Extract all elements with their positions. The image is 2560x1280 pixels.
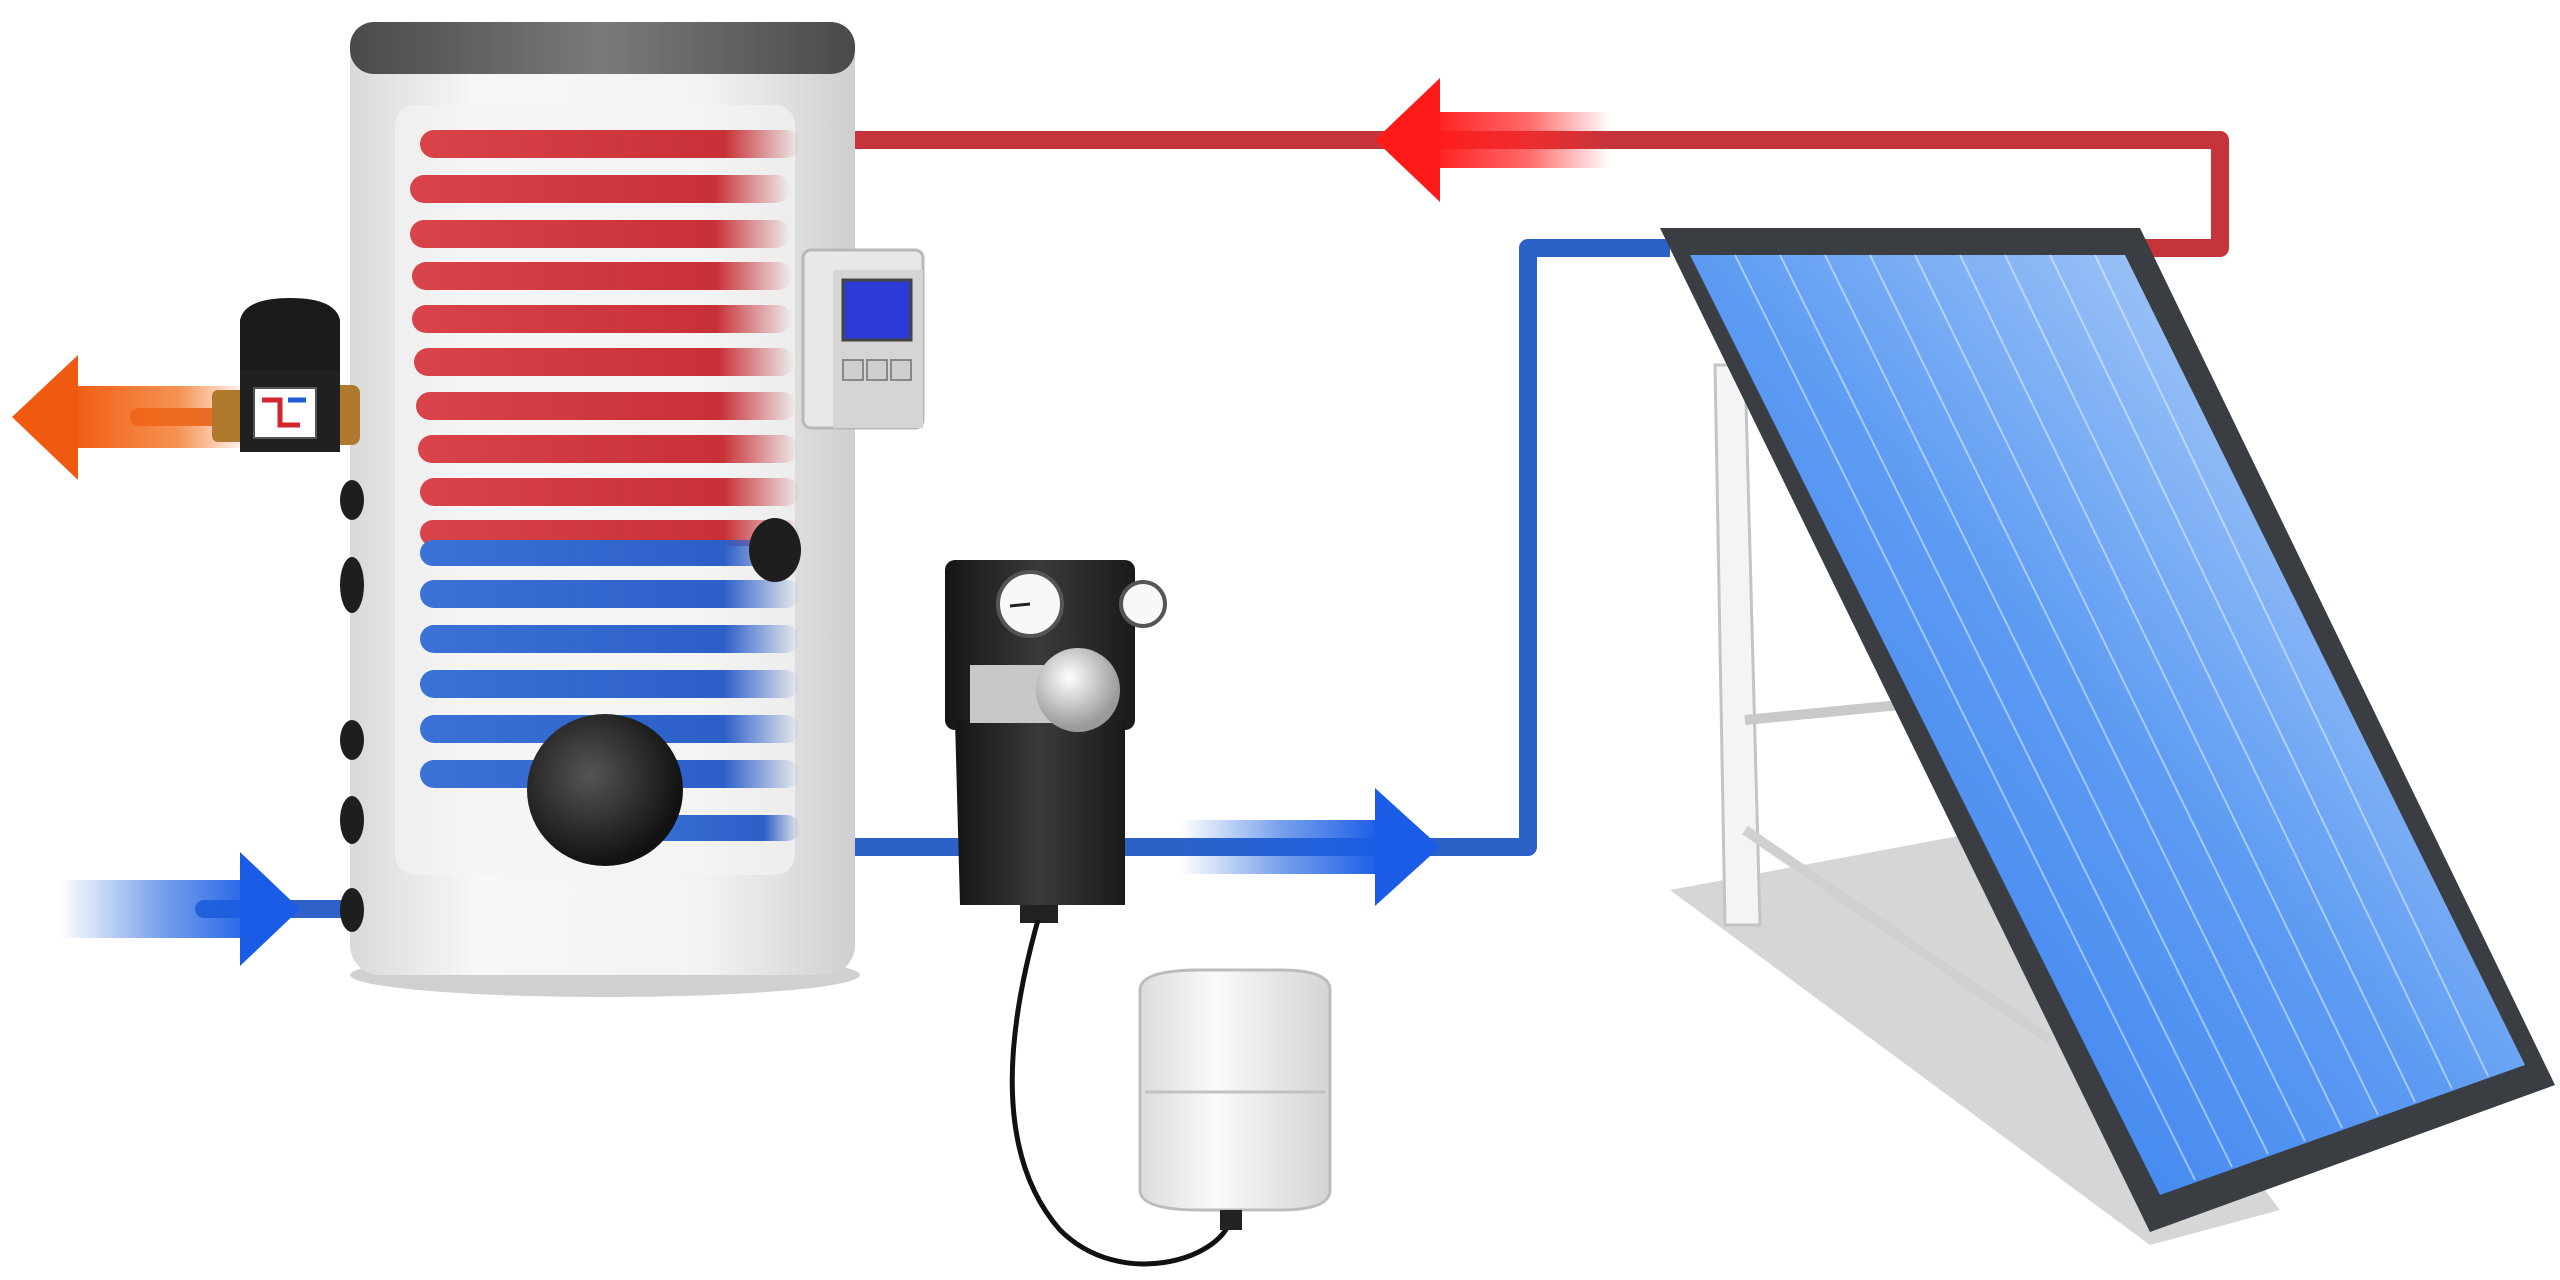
pump-cable — [1009, 919, 1233, 1267]
hot-return-arrow — [1375, 78, 1610, 202]
heating-coil-hot — [410, 130, 800, 546]
tank-ports — [340, 480, 801, 932]
cold-water-in-arrow — [60, 852, 300, 966]
tank-flange — [527, 714, 683, 866]
solar-panel-icon — [1660, 228, 2555, 1245]
expansion-vessel-icon — [1138, 968, 1332, 1230]
pump-station-icon — [945, 560, 1167, 923]
controller-icon — [801, 248, 925, 430]
cold-supply-arrow — [1180, 788, 1440, 906]
mixing-valve-icon — [212, 298, 360, 452]
